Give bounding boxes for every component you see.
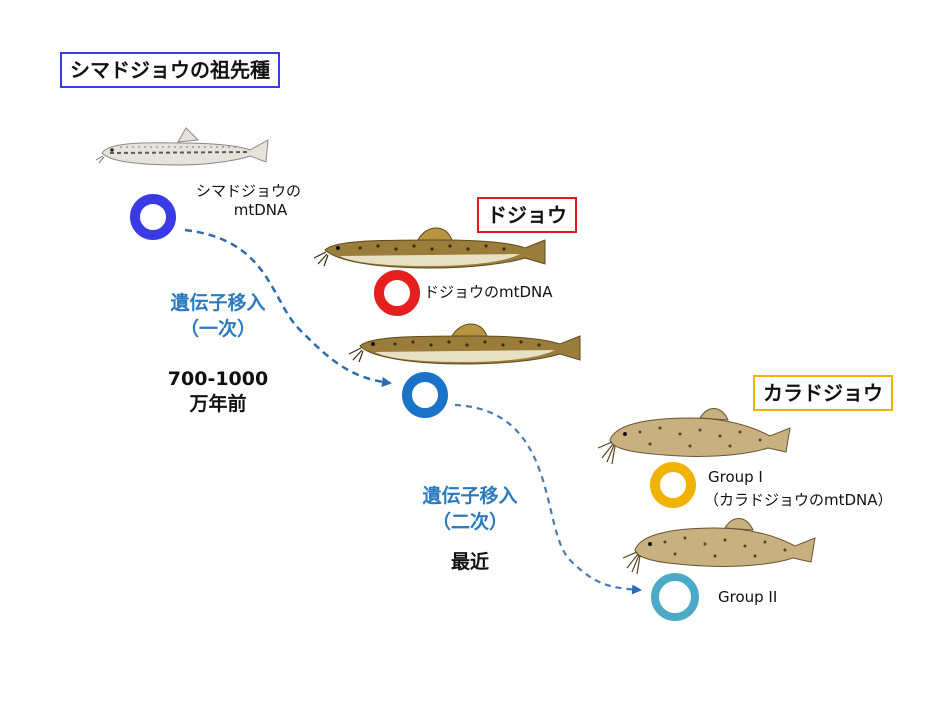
dojo-fish-icon-2 (348, 323, 581, 365)
dojo-species-label: ドジョウ (477, 197, 577, 233)
first-introgression-sub: （一次） (179, 318, 256, 340)
dojo-mtdna-caption: ドジョウのmtDNA (424, 283, 553, 301)
ancestor-mtdna-caption-line1: シマドジョウの (196, 182, 302, 200)
ancestor-fish-icon (95, 127, 269, 166)
first-introgression-title: 遺伝子移入 (170, 292, 266, 314)
second-introgression-label: 遺伝子移入 （二次） (410, 483, 530, 535)
introgressed-mtdna-ring (402, 372, 448, 418)
group2-mtdna-ring (651, 573, 699, 621)
first-introgression-time-line1: 700-1000 (167, 368, 269, 390)
ancestor-species-label: シマドジョウの祖先種 (60, 52, 280, 88)
group1-caption-line1: Group I (708, 468, 763, 486)
first-introgression-time-line2: 万年前 (189, 393, 247, 415)
karadojo-species-label: カラドジョウ (753, 375, 893, 411)
first-transfer-arrow (184, 228, 392, 387)
first-introgression-label: 遺伝子移入 （一次） (158, 290, 278, 342)
second-introgression-time: 最近 (450, 551, 489, 573)
second-introgression-title: 遺伝子移入 (422, 485, 518, 507)
karadojo-fish-icon-1 (597, 408, 791, 465)
second-transfer-arrow (454, 403, 642, 595)
group1-caption-line2: （カラドジョウのmtDNA） (704, 491, 893, 509)
group2-caption: Group II (718, 588, 778, 606)
karadojo-fish-icon-2 (622, 518, 816, 575)
ancestor-mtdna-ring (130, 194, 176, 240)
ancestor-mtdna-caption-line2: mtDNA (233, 201, 288, 219)
group1-mtdna-ring (650, 462, 696, 508)
second-introgression-sub: （二次） (431, 511, 508, 533)
dojo-fish-icon-1 (313, 227, 546, 269)
group1-caption: Group I （カラドジョウのmtDNA） (704, 468, 893, 510)
ancestor-mtdna-caption: シマドジョウの mtDNA (196, 182, 301, 220)
dojo-mtdna-ring (374, 270, 420, 316)
first-introgression-time: 700-1000 万年前 (158, 367, 278, 417)
